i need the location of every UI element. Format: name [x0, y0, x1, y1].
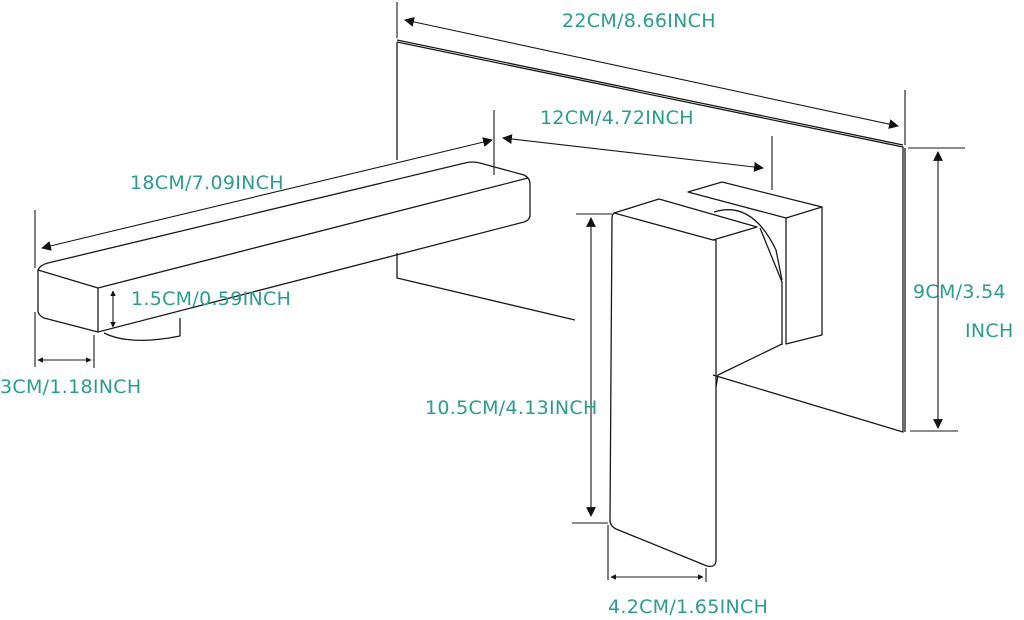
label-spout-height: 1.5CM/0.59INCH [131, 288, 292, 310]
dim-spout-width [34, 312, 95, 368]
label-plate-height-line2: INCH [965, 320, 1014, 342]
valve-body [687, 181, 823, 345]
wall-plate [396, 39, 906, 433]
dim-handle-width [607, 525, 707, 582]
dim-handle-height [572, 213, 612, 524]
label-spout-width: 3CM/1.18INCH [0, 376, 142, 398]
dim-handle-projection [493, 110, 773, 190]
dim-plate-height [908, 147, 965, 432]
label-plate-width: 22CM/8.66INCH [562, 10, 716, 32]
label-handle-height: 10.5CM/4.13INCH [425, 397, 598, 419]
dim-plate-width [396, 2, 906, 145]
label-plate-height-line1: 9CM/3.54 [913, 281, 1006, 303]
spout [37, 161, 531, 341]
handle [609, 198, 783, 568]
label-handle-width: 4.2CM/1.65INCH [608, 596, 769, 618]
dim-spout-length [34, 137, 493, 268]
label-handle-projection: 12CM/4.72INCH [540, 107, 694, 129]
label-spout-length: 18CM/7.09INCH [130, 172, 284, 194]
